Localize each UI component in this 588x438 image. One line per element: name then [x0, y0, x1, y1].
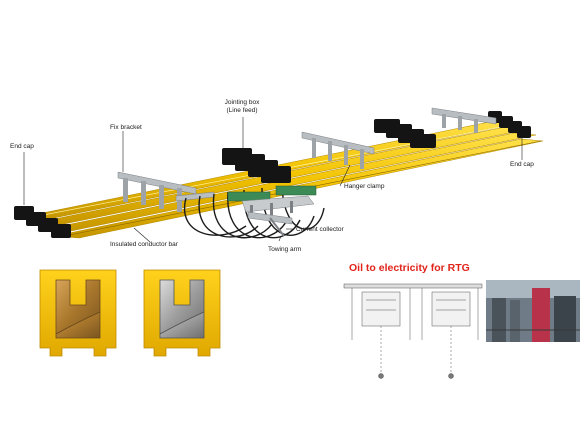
jointing-box-label: Jointing box (Line feed): [212, 99, 272, 114]
jointing-box-right: [374, 119, 436, 148]
current-collector-label: Current collector: [296, 226, 344, 233]
end-cap-right-label: End cap: [510, 161, 534, 168]
copper-profile-section: [39, 269, 117, 357]
rtg-schematic-drawing: [343, 283, 483, 379]
rtg-photo: [486, 280, 580, 342]
steel-profile-section: [143, 269, 221, 357]
leader-lines: [23, 117, 523, 243]
end-cap-right: [488, 111, 531, 138]
jointing-box-label-line1: Jointing box: [224, 99, 260, 106]
hanger-clamp-label: Hanger clamp: [344, 183, 385, 190]
conductor-bar-assembly: [14, 107, 544, 239]
hanger-clamp: [301, 131, 375, 169]
current-collector: [227, 185, 317, 217]
towing-arm: [247, 211, 293, 237]
end-cap-left-label: End cap: [10, 143, 34, 150]
end-cap-left: [14, 206, 71, 238]
rtg-heading: Oil to electricity for RTG: [349, 262, 470, 274]
jointing-box-label-line2: (Line feed): [226, 106, 258, 114]
insulated-conductor-bar-label: Insulated conductor bar: [110, 241, 178, 248]
hanger-clamp-right: [431, 107, 497, 133]
jointing-box: [222, 148, 291, 183]
fix-bracket: [117, 171, 215, 212]
towing-arm-label: Towing arm: [268, 246, 302, 253]
fix-bracket-label: Fix bracket: [110, 124, 142, 131]
